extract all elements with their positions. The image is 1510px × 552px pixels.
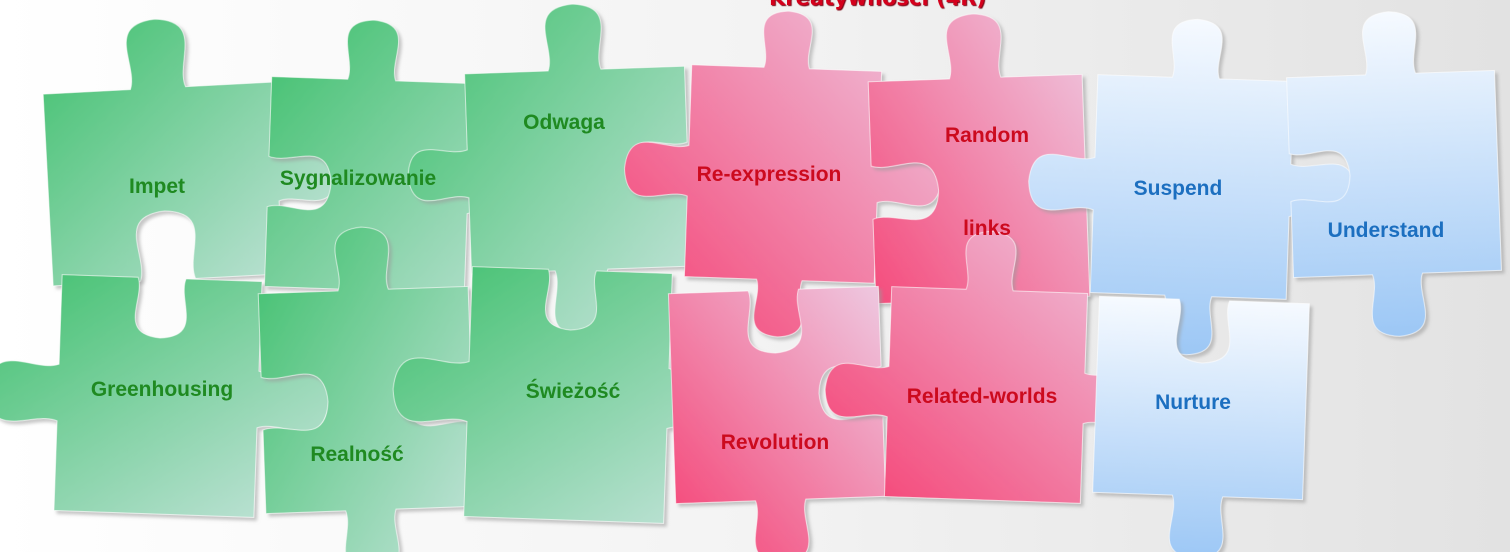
piece-label-related-worlds: Related-worlds (906, 385, 1058, 408)
piece-label-suspend: Suspend (1133, 177, 1223, 200)
puzzle-piece-nurture (1092, 295, 1310, 552)
puzzle-piece-revolution (667, 285, 887, 552)
piece-label-swiezosc: Świeżość (525, 380, 621, 403)
piece-label-revolution: Revolution (720, 431, 830, 454)
piece-label-understand: Understand (1327, 219, 1445, 242)
puzzle-piece-re-expression (623, 10, 943, 338)
piece-label-nurture: Nurture (1155, 391, 1231, 414)
piece-label-impet: Impet (128, 175, 186, 198)
piece-label-re-expression: Re-expression (696, 163, 842, 186)
diagram-title: Kreatywności (4R) (0, 0, 1510, 10)
piece-label-greenhousing: Greenhousing (90, 378, 234, 401)
piece-label-links: links (963, 217, 1011, 240)
piece-label-odwaga: Odwaga (523, 111, 605, 134)
piece-label-sygnalizowanie: Sygnalizowanie (279, 167, 437, 190)
puzzle-piece-understand (1286, 11, 1502, 337)
puzzle-piece-suspend (1028, 18, 1356, 356)
piece-label-random: Random (945, 124, 1029, 147)
piece-label-realnosc: Realność (310, 443, 404, 466)
